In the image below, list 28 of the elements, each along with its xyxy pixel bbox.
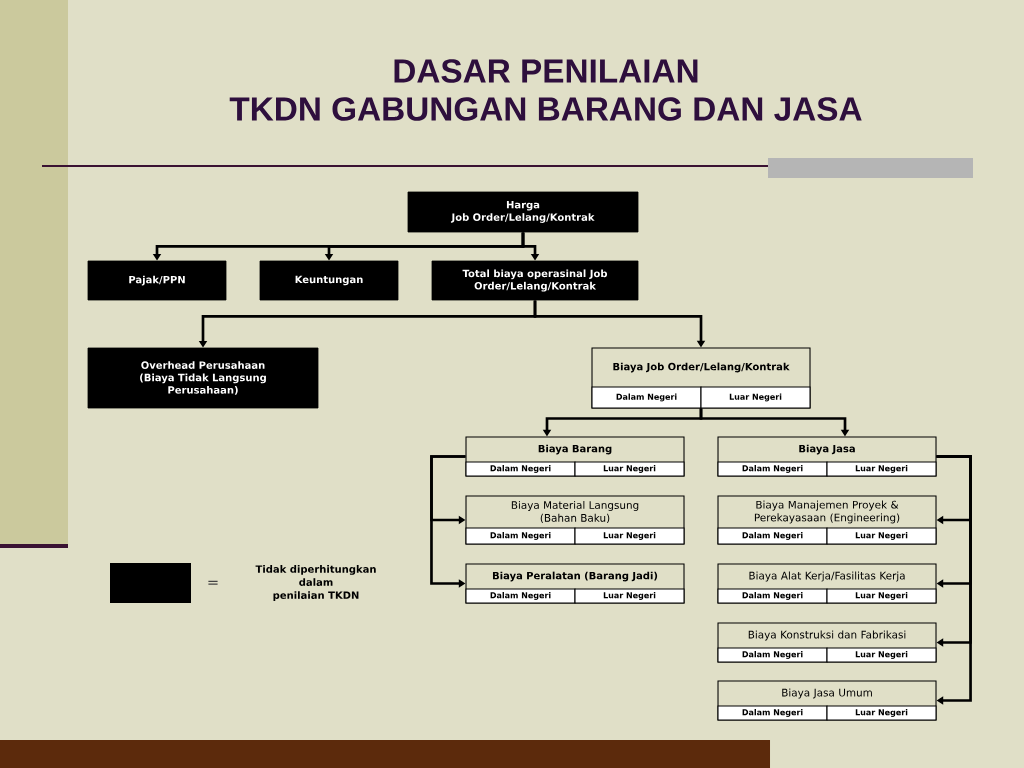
title: DASAR PENILAIAN TKDN GABUNGAN BARANG DAN JASA bbox=[229, 59, 862, 121]
table-cell: Dalam Negeri bbox=[465, 527, 576, 545]
process-box: Total biaya operasinal Job Order/Lelang/Kontrak bbox=[431, 260, 639, 301]
table-cell: Luar Negeri bbox=[700, 386, 811, 409]
table-cell: Dalam Negeri bbox=[465, 588, 576, 604]
table-cell: Luar Negeri bbox=[826, 588, 937, 604]
process-box: Harga Job Order/Lelang/Kontrak bbox=[407, 191, 639, 233]
arrow bbox=[430, 455, 466, 588]
table-cell: Dalam Negeri bbox=[717, 705, 828, 721]
process-box: Pajak/PPN bbox=[87, 260, 227, 301]
table-cell: Luar Negeri bbox=[574, 527, 685, 545]
table-cell: Dalam Negeri bbox=[591, 386, 702, 409]
table-cell: Dalam Negeri bbox=[465, 461, 576, 477]
table-cell: Luar Negeri bbox=[826, 647, 937, 663]
table-cell: Luar Negeri bbox=[574, 588, 685, 604]
table-cell: Luar Negeri bbox=[826, 705, 937, 721]
equals-sign: = bbox=[208, 580, 218, 585]
process-box: Keuntungan bbox=[259, 260, 399, 301]
table-cell: Luar Negeri bbox=[826, 461, 937, 477]
table-cell: Luar Negeri bbox=[826, 527, 937, 545]
table-cell: Dalam Negeri bbox=[717, 647, 828, 663]
table-cell: Dalam Negeri bbox=[717, 527, 828, 545]
legend-text: Tidak diperhitungkan dalam penilaian TKDN bbox=[255, 565, 376, 601]
process-box: Overhead Perusahaan (Biaya Tidak Langsung Perusahaan) bbox=[87, 347, 319, 409]
table-cell: Dalam Negeri bbox=[717, 588, 828, 604]
table-cell: Luar Negeri bbox=[574, 461, 685, 477]
arrow bbox=[936, 455, 972, 705]
table-cell: Dalam Negeri bbox=[717, 461, 828, 477]
